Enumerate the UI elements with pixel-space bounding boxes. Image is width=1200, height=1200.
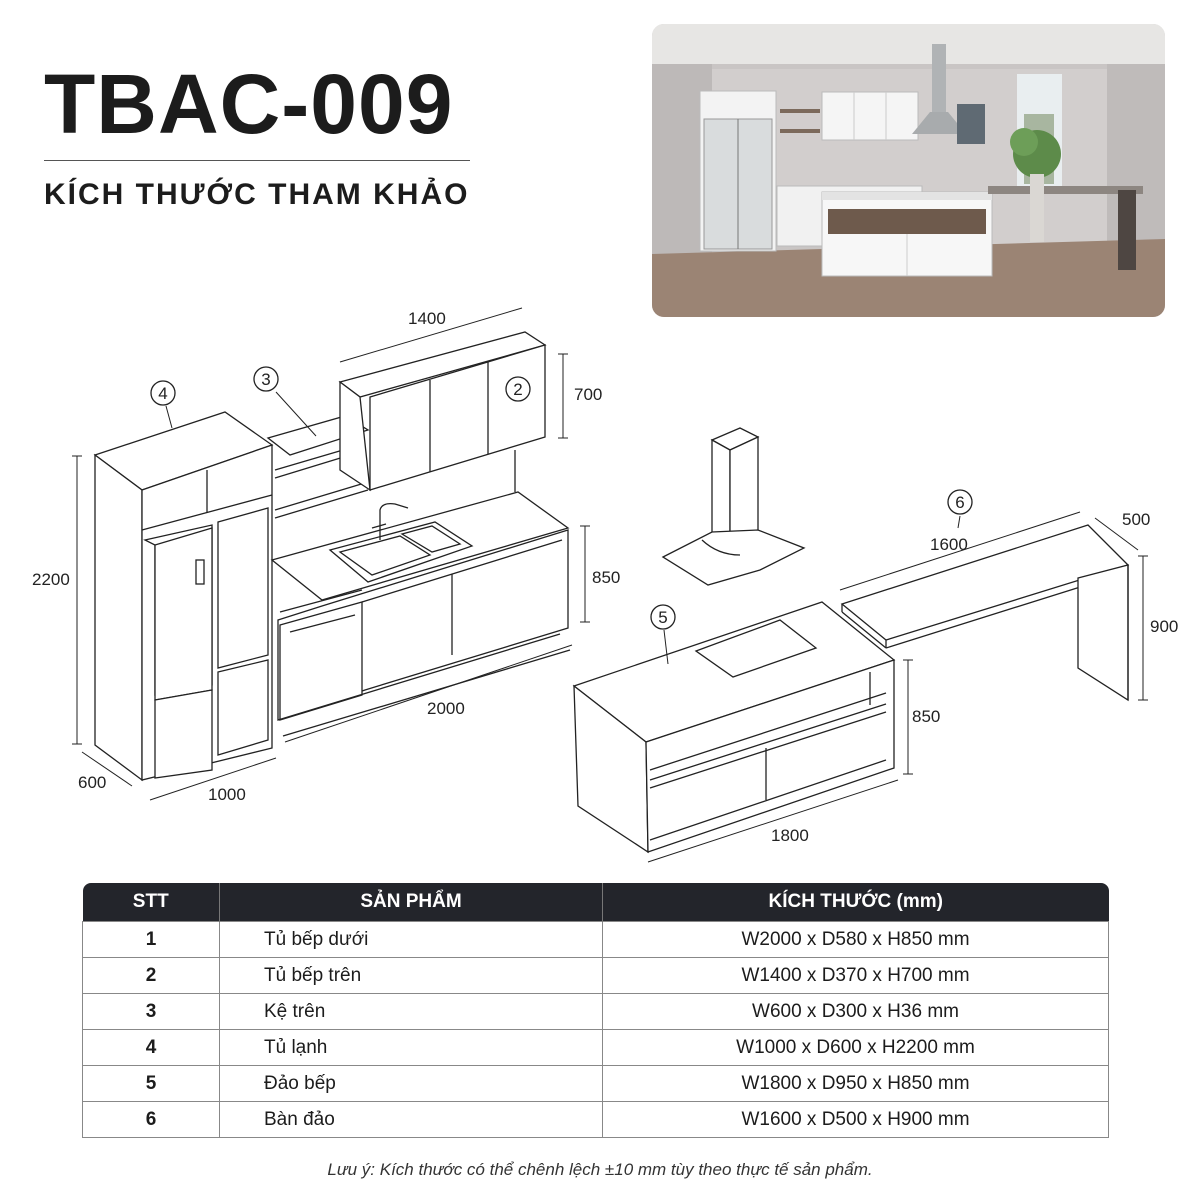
row-product: Tủ bếp dưới — [219, 921, 603, 958]
row-stt: 1 — [82, 921, 220, 958]
callout-3: 3 — [253, 366, 279, 392]
svg-text:4: 4 — [158, 384, 167, 403]
kitchen-island — [572, 601, 896, 854]
page-subtitle: KÍCH THƯỚC THAM KHẢO — [44, 178, 470, 211]
dim-fridge-depth: 600 — [78, 773, 106, 792]
row-product: Tủ lạnh — [219, 1029, 603, 1066]
svg-text:2: 2 — [513, 380, 522, 399]
dim-base-width: 2000 — [427, 699, 465, 718]
callout-2: 2 — [505, 376, 531, 402]
fridge-column — [93, 411, 274, 782]
dim-upper-width: 1400 — [408, 309, 446, 328]
row-size: W1000 x D600 x H2200 mm — [602, 1029, 1109, 1066]
row-stt: 3 — [82, 993, 220, 1030]
row-stt: 5 — [82, 1065, 220, 1102]
table-row: 5 Đảo bếp W1800 x D950 x H850 mm — [82, 1065, 1109, 1102]
callout-6: 6 — [947, 489, 973, 515]
header-product: SẢN PHẨM — [219, 883, 603, 922]
row-product: Kệ trên — [219, 993, 603, 1030]
row-size: W1400 x D370 x H700 mm — [602, 957, 1109, 994]
range-hood — [661, 427, 806, 586]
bar-table — [840, 524, 1130, 702]
row-stt: 6 — [82, 1101, 220, 1138]
dim-base-height: 850 — [592, 568, 620, 587]
svg-text:5: 5 — [658, 608, 667, 627]
dim-table-width: 1600 — [930, 535, 968, 554]
table-row: 6 Bàn đảo W1600 x D500 x H900 mm — [82, 1101, 1109, 1138]
dim-upper-height: 700 — [574, 385, 602, 404]
header-stt: STT — [82, 883, 220, 922]
dim-fridge-height: 2200 — [32, 570, 70, 589]
spec-table: STT SẢN PHẨM KÍCH THƯỚC (mm) 1 Tủ bếp dư… — [82, 883, 1109, 1138]
dimension-lines — [72, 307, 1148, 863]
title-divider — [44, 160, 470, 161]
upper-shelf-and-cabinet — [266, 331, 547, 519]
row-size: W600 x D300 x H36 mm — [602, 993, 1109, 1030]
table-row: 3 Kệ trên W600 x D300 x H36 mm — [82, 993, 1109, 1030]
row-product: Đảo bếp — [219, 1065, 603, 1102]
dim-island-width: 1800 — [771, 826, 809, 845]
table-row: 4 Tủ lạnh W1000 x D600 x H2200 mm — [82, 1029, 1109, 1066]
row-size: W2000 x D580 x H850 mm — [602, 921, 1109, 958]
dim-fridge-width: 1000 — [208, 785, 246, 804]
table-row: 1 Tủ bếp dưới W2000 x D580 x H850 mm — [82, 921, 1109, 958]
kitchen-photo — [652, 24, 1165, 317]
table-header-row: STT SẢN PHẨM KÍCH THƯỚC (mm) — [82, 883, 1109, 922]
dim-table-depth: 500 — [1122, 510, 1150, 529]
svg-text:3: 3 — [261, 370, 270, 389]
row-size: W1800 x D950 x H850 mm — [602, 1065, 1109, 1102]
svg-text:6: 6 — [955, 493, 964, 512]
base-cabinet — [270, 491, 571, 737]
row-stt: 4 — [82, 1029, 220, 1066]
dim-island-height: 850 — [912, 707, 940, 726]
row-product: Bàn đảo — [219, 1101, 603, 1138]
callout-5: 5 — [650, 604, 676, 630]
page-title: TBAC-009 — [44, 57, 454, 151]
row-stt: 2 — [82, 957, 220, 994]
row-product: Tủ bếp trên — [219, 957, 603, 994]
kitchen-dimension-diagram: 2200 600 1000 1400 700 850 2000 850 1800… — [32, 307, 1178, 863]
callout-4: 4 — [150, 380, 176, 406]
row-size: W1600 x D500 x H900 mm — [602, 1101, 1109, 1138]
dim-table-height: 900 — [1150, 617, 1178, 636]
header-size: KÍCH THƯỚC (mm) — [602, 883, 1109, 922]
table-row: 2 Tủ bếp trên W1400 x D370 x H700 mm — [82, 957, 1109, 994]
footnote: Lưu ý: Kích thước có thể chênh lệch ±10 … — [327, 1160, 873, 1179]
